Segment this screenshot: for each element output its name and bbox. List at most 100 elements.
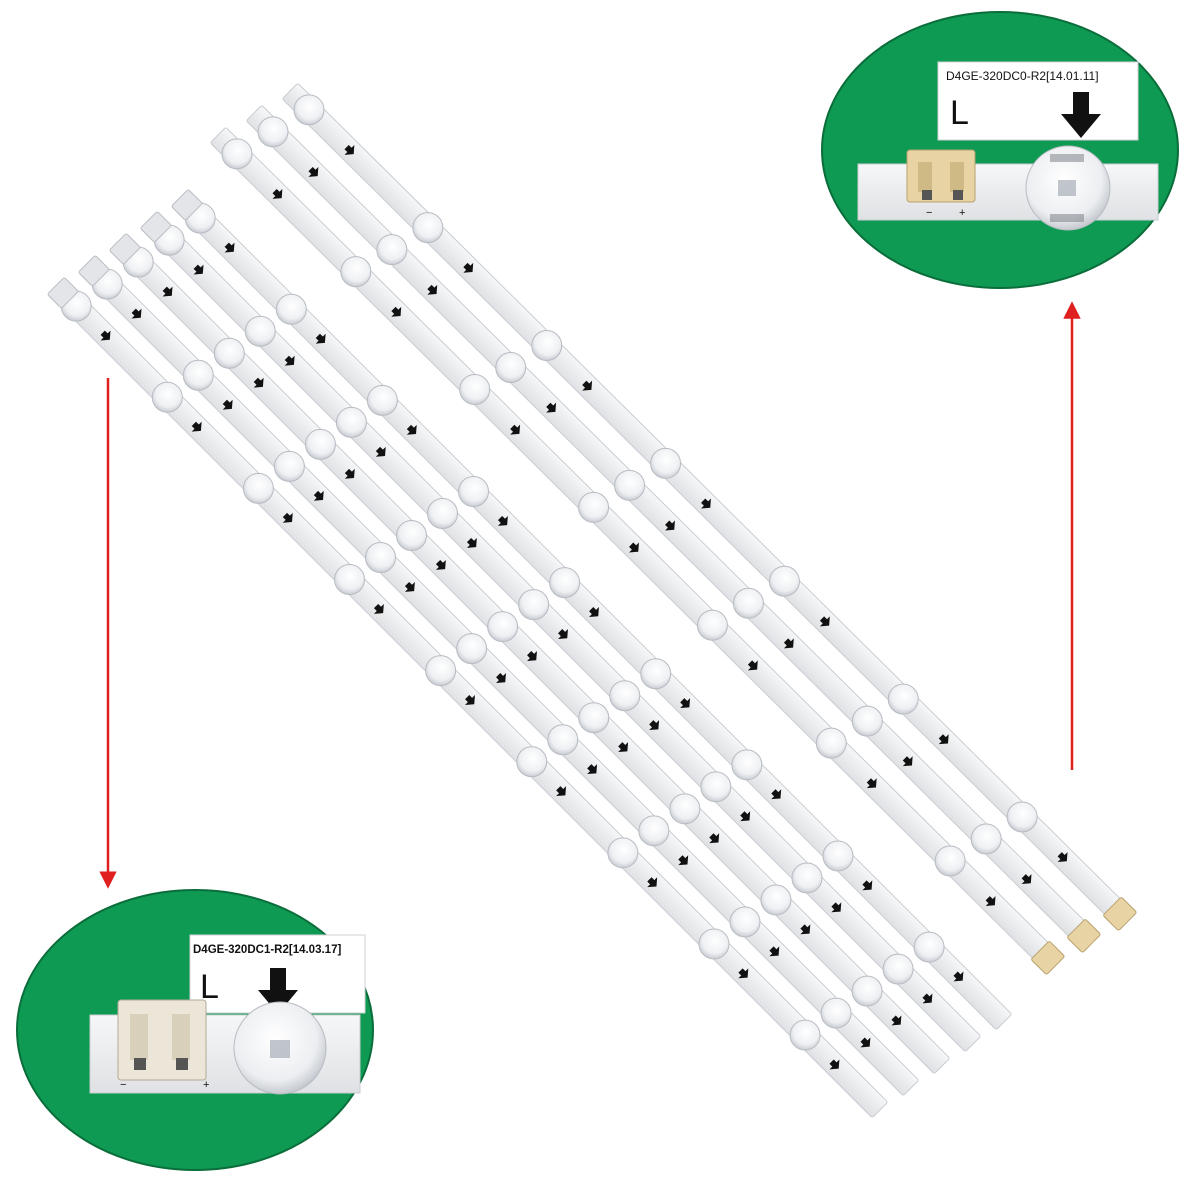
led-lens-icon	[340, 256, 372, 288]
led-lens-icon	[244, 315, 276, 347]
led-lens-icon	[366, 384, 398, 416]
arrow-down-icon	[131, 308, 142, 319]
arrow-down-icon	[738, 968, 749, 979]
arrow-down-icon	[582, 380, 593, 391]
arrow-down-icon	[771, 789, 782, 800]
arrow-down-icon	[747, 660, 758, 671]
arrow-down-icon	[282, 512, 293, 523]
led-lens-icon	[789, 1019, 821, 1051]
led-lens-icon	[412, 212, 444, 244]
arrow-down-icon	[435, 559, 446, 570]
arrow-down-icon	[902, 756, 913, 767]
arrow-down-icon	[527, 651, 537, 661]
arrow-down-icon	[272, 188, 283, 199]
led-lens-icon	[275, 293, 307, 325]
led-lens-icon	[815, 727, 847, 759]
arrow-down-icon	[709, 833, 720, 844]
arrow-down-icon	[1057, 852, 1068, 863]
led-lens-icon	[696, 609, 728, 641]
led-strip-body	[140, 211, 981, 1052]
arrow-down-icon	[860, 1037, 871, 1048]
led-lens-icon	[760, 884, 792, 916]
led-lens-icon	[304, 428, 336, 460]
side-mark: L	[950, 94, 969, 132]
led-strip	[246, 105, 1101, 953]
connector-icon	[1031, 941, 1065, 975]
led-lens-icon	[257, 116, 289, 148]
arrow-down-icon	[463, 262, 474, 273]
arrow-down-icon	[680, 698, 691, 709]
led-strip-body	[282, 83, 1137, 931]
arrow-down-icon	[315, 333, 326, 344]
led-strip	[109, 233, 950, 1074]
polarity-plus: +	[959, 207, 965, 219]
arrow-down-icon	[556, 786, 567, 797]
led-lens-icon	[609, 680, 641, 712]
arrow-down-icon	[510, 424, 521, 435]
led-lens-icon	[427, 498, 459, 530]
arrow-down-icon	[800, 924, 811, 935]
led-strip	[47, 277, 888, 1118]
strip-segment	[857, 163, 1159, 221]
arrow-down-icon	[308, 166, 319, 177]
arrow-down-icon	[985, 896, 996, 907]
arrow-down-icon	[647, 877, 658, 888]
part-label: D4GE-320DC1-R2[14.03.17]	[193, 944, 341, 956]
arrow-down-icon	[665, 520, 675, 531]
side-mark: L	[200, 968, 219, 1006]
led-lens-icon	[882, 953, 914, 985]
led-strip	[140, 211, 981, 1052]
led-lens-icon	[731, 749, 763, 781]
led-lens-icon	[887, 683, 919, 715]
led-lens-icon	[934, 845, 966, 877]
arrow-down-icon	[373, 603, 384, 614]
left-strip-group	[47, 189, 1012, 1118]
polarity-minus: −	[120, 1079, 126, 1091]
led-lens-icon	[396, 520, 428, 552]
led-lens-icon	[518, 589, 550, 621]
connector-icon	[47, 277, 79, 309]
led-lens-icon	[334, 564, 366, 596]
led-strip-body	[246, 105, 1101, 953]
connector-icon	[171, 189, 203, 221]
arrow-down-icon	[253, 377, 264, 388]
led-lens-icon	[273, 450, 305, 482]
arrow-down-icon	[678, 855, 689, 866]
led-strip-body	[47, 277, 888, 1118]
led-lens-icon	[768, 565, 800, 597]
arrow-down-icon	[618, 742, 629, 753]
led-strip-body	[171, 189, 1012, 1030]
led-lens-icon	[458, 476, 490, 508]
arrow-down-icon	[629, 542, 639, 553]
part-label: D4GE-320DC0-R2[14.01.11]	[946, 69, 1099, 83]
led-strip-body	[109, 233, 950, 1074]
led-lens-icon	[487, 611, 519, 643]
led-lens-icon	[516, 746, 548, 778]
callout-bottom-left: D4GE-320DC1-R2[14.03.17] L − +	[16, 889, 374, 1171]
led-lens-icon	[614, 469, 646, 501]
arrow-down-icon	[465, 695, 475, 705]
arrow-down-icon	[406, 424, 417, 435]
led-lens-icon	[335, 406, 367, 438]
led-lens-icon	[822, 840, 854, 872]
led-lens-icon	[851, 705, 883, 737]
led-lens-icon	[233, 1001, 327, 1095]
arrow-down-icon	[1021, 874, 1032, 885]
led-lens-icon	[531, 330, 563, 362]
led-lens-icon	[700, 771, 732, 803]
led-lens-icon	[456, 633, 488, 665]
arrow-down-icon	[829, 1059, 840, 1070]
led-lens-icon	[213, 337, 245, 369]
arrow-down-icon	[701, 498, 711, 509]
arrow-down-icon	[162, 286, 173, 297]
connector-icon	[906, 149, 976, 203]
led-lens-icon	[1006, 801, 1038, 833]
arrow-down-icon	[891, 1015, 902, 1026]
led-lens-icon	[549, 567, 581, 599]
label-sticker	[937, 61, 1139, 141]
arrow-down-icon	[284, 355, 295, 366]
arrow-down-icon	[649, 720, 660, 731]
arrow-down-icon	[938, 734, 949, 745]
led-lens-icon	[607, 837, 639, 869]
arrow-down-icon	[466, 537, 477, 548]
